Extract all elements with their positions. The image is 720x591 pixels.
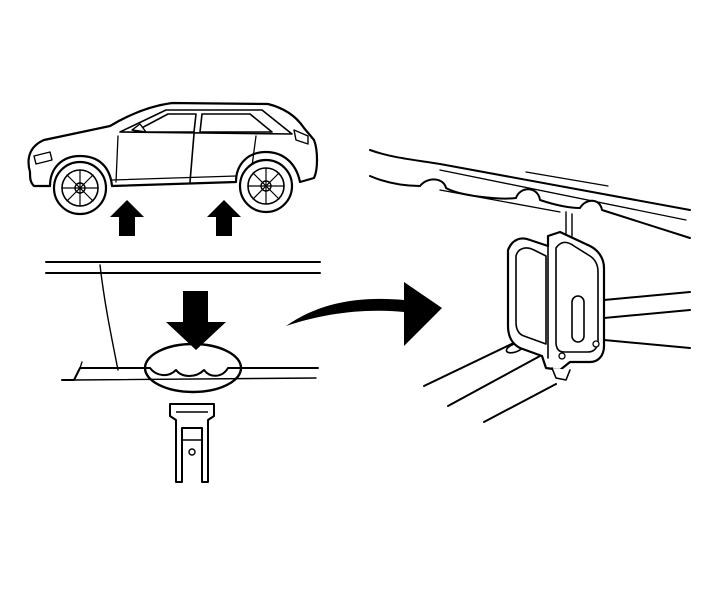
detail-rocker-flange-icon [369,149,691,239]
curved-arrow-icon [286,282,442,346]
lift-up-arrow-icon [207,200,241,236]
lift-up-arrow-icon [110,200,144,236]
detail-jack-stand-bracket-icon [506,230,606,381]
front-wheel-icon [52,160,108,216]
rocker-flange-icon [45,261,321,381]
jack-point-highlight [143,342,243,394]
rear-wheel-icon [238,158,294,214]
vehicle-side-icon [27,101,319,216]
press-down-arrow-icon [166,291,226,350]
jack-stand-bracket-icon [169,403,215,483]
